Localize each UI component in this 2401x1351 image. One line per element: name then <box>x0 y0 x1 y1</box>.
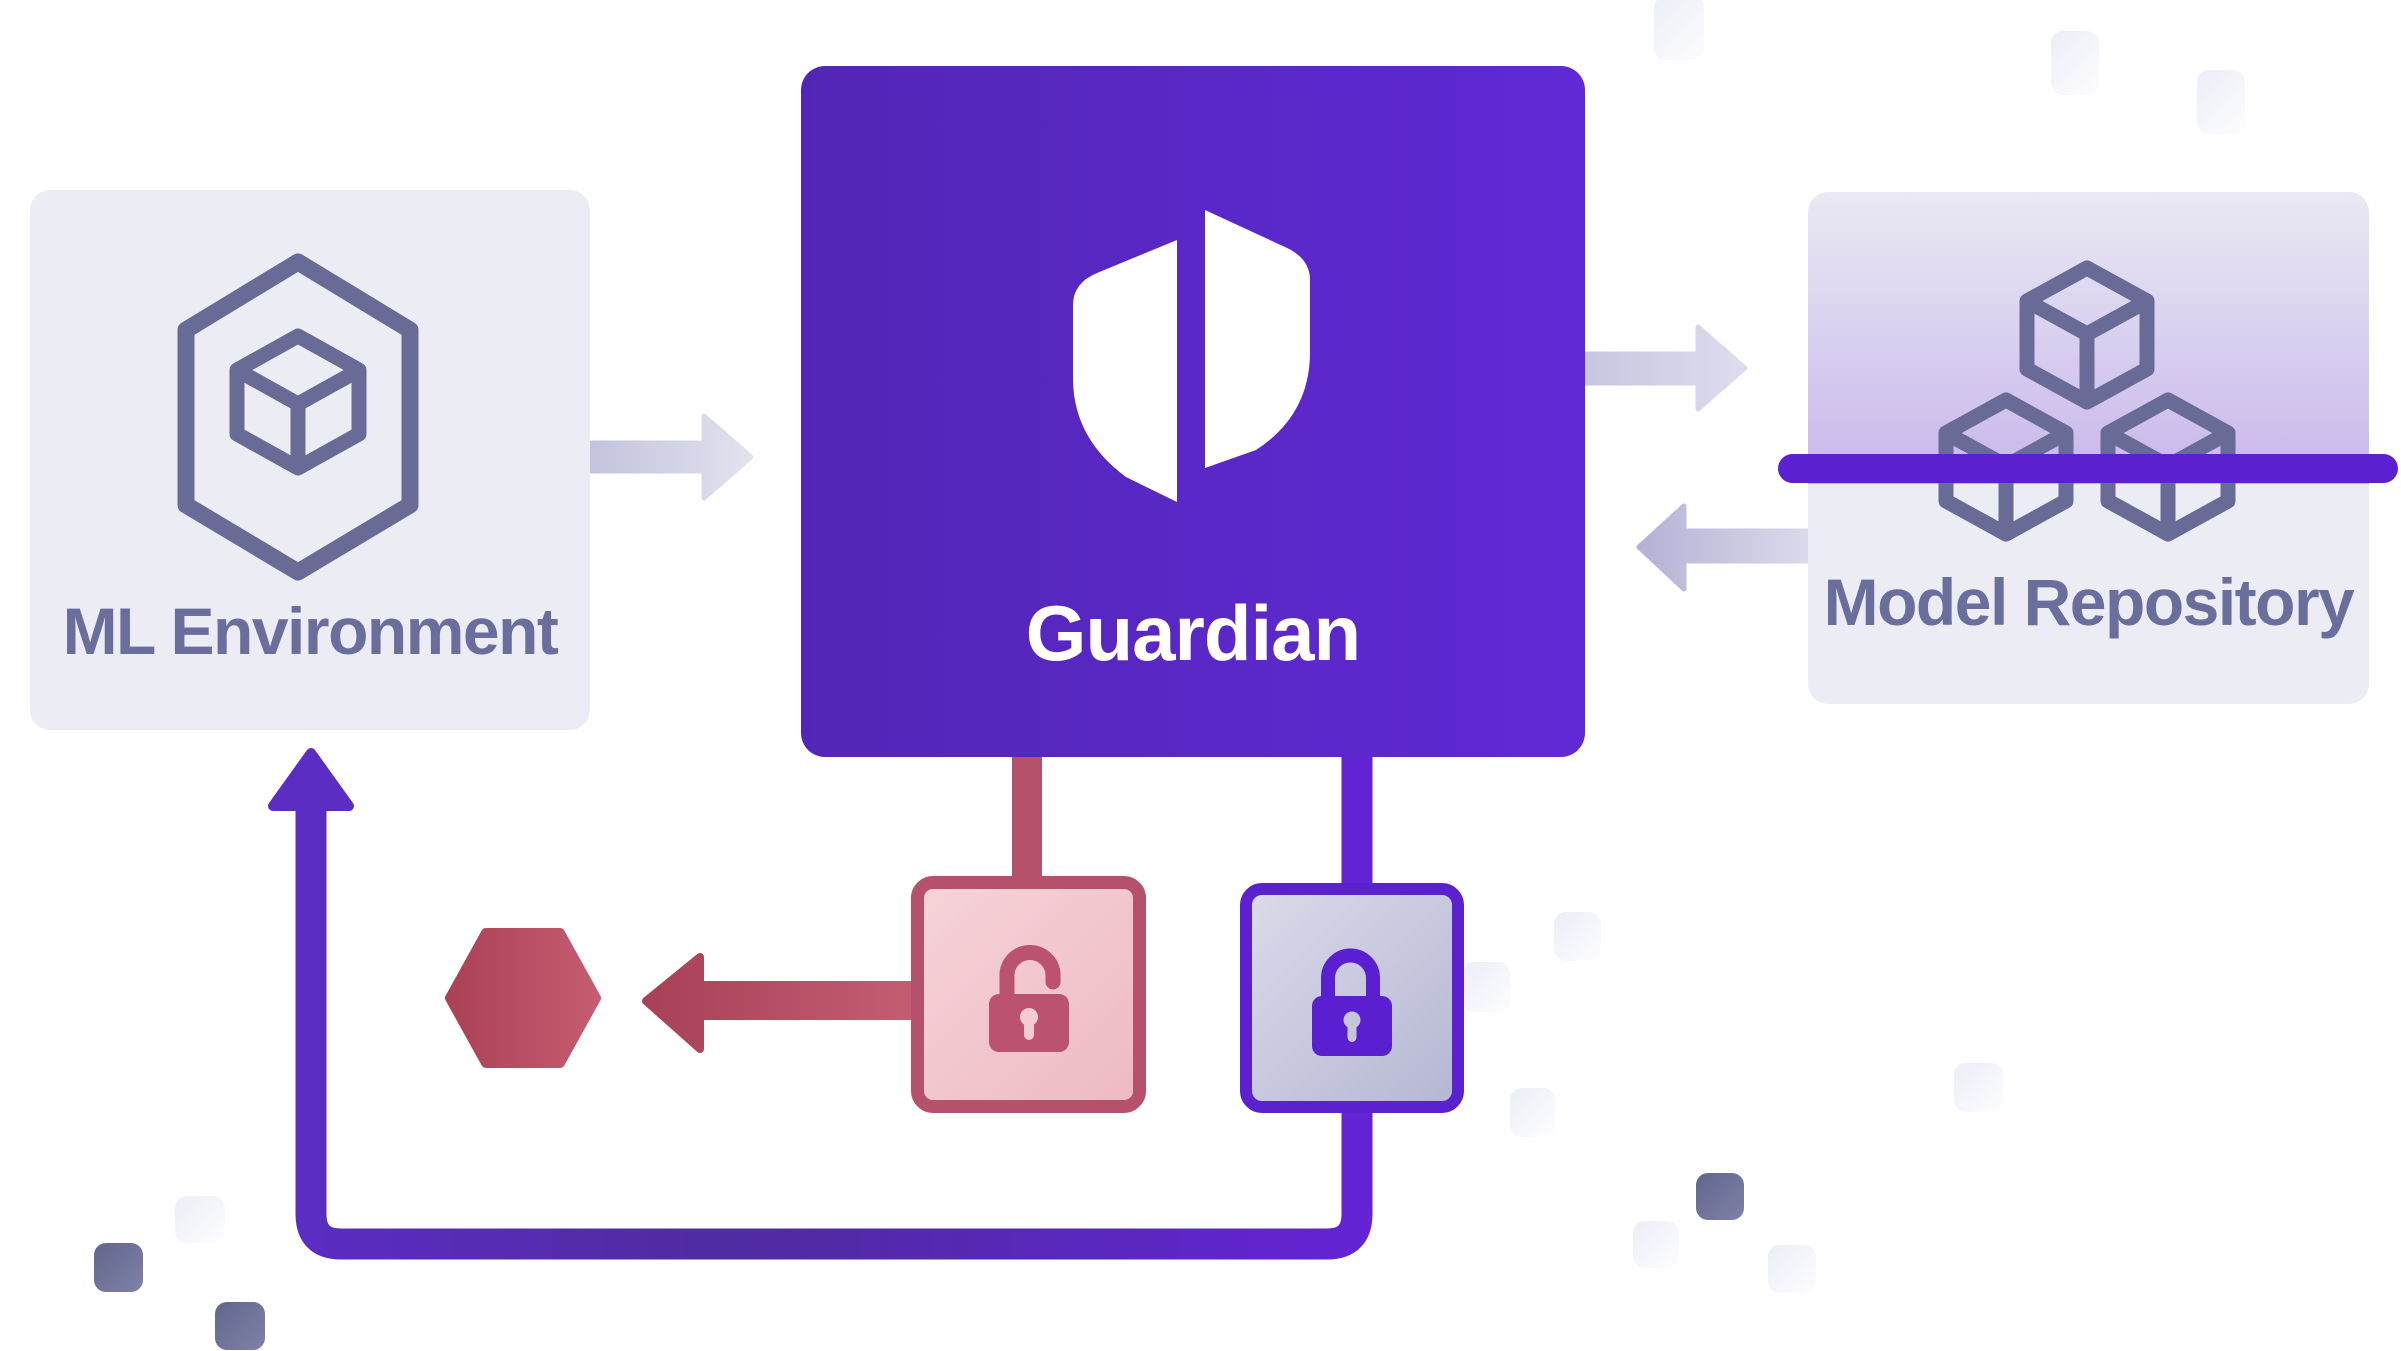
decor-square <box>1510 1088 1555 1137</box>
arrow-ml-to-guardian <box>583 413 754 501</box>
node-guardian: Guardian <box>801 66 1585 757</box>
purple-return-arrowhead <box>268 748 354 811</box>
decor-square <box>1696 1173 1744 1220</box>
node-label-model-repository: Model Repository <box>1823 565 2355 639</box>
repository-scan-bar <box>1778 454 2398 483</box>
decor-square <box>94 1243 143 1292</box>
node-ml-environment: ML Environment <box>30 190 590 730</box>
stacked-cubes-icon <box>1938 260 2236 542</box>
checkpoint-fail-box <box>911 876 1146 1113</box>
decor-square <box>2197 70 2245 134</box>
decor-square <box>1768 1245 1816 1293</box>
decor-square <box>2051 31 2099 95</box>
node-label-ml-environment: ML Environment <box>62 594 559 668</box>
split-shield-icon <box>1073 210 1310 502</box>
decor-square <box>1462 962 1510 1012</box>
unlocked-padlock-icon <box>988 944 1069 1052</box>
hexagon-cube-icon <box>177 253 419 581</box>
connector-guardian-to-fail <box>1012 757 1042 882</box>
purple-return-path <box>295 757 1373 1260</box>
arrow-guardian-to-repository <box>1581 324 1748 412</box>
decor-square <box>1654 0 1704 60</box>
checkpoint-pass-box <box>1240 883 1464 1113</box>
locked-padlock-icon <box>1312 948 1392 1056</box>
decor-square <box>175 1196 225 1243</box>
stop-hexagon-icon <box>445 928 601 1068</box>
node-label-guardian: Guardian <box>1025 589 1361 677</box>
decor-square <box>1633 1221 1679 1268</box>
decor-square <box>1554 912 1601 961</box>
decor-square <box>215 1302 265 1350</box>
arrow-repository-to-guardian <box>1636 503 1813 592</box>
decor-square <box>1954 1063 2003 1112</box>
node-model-repository: Model Repository <box>1808 192 2369 704</box>
arrow-fail-to-stop <box>642 953 924 1053</box>
